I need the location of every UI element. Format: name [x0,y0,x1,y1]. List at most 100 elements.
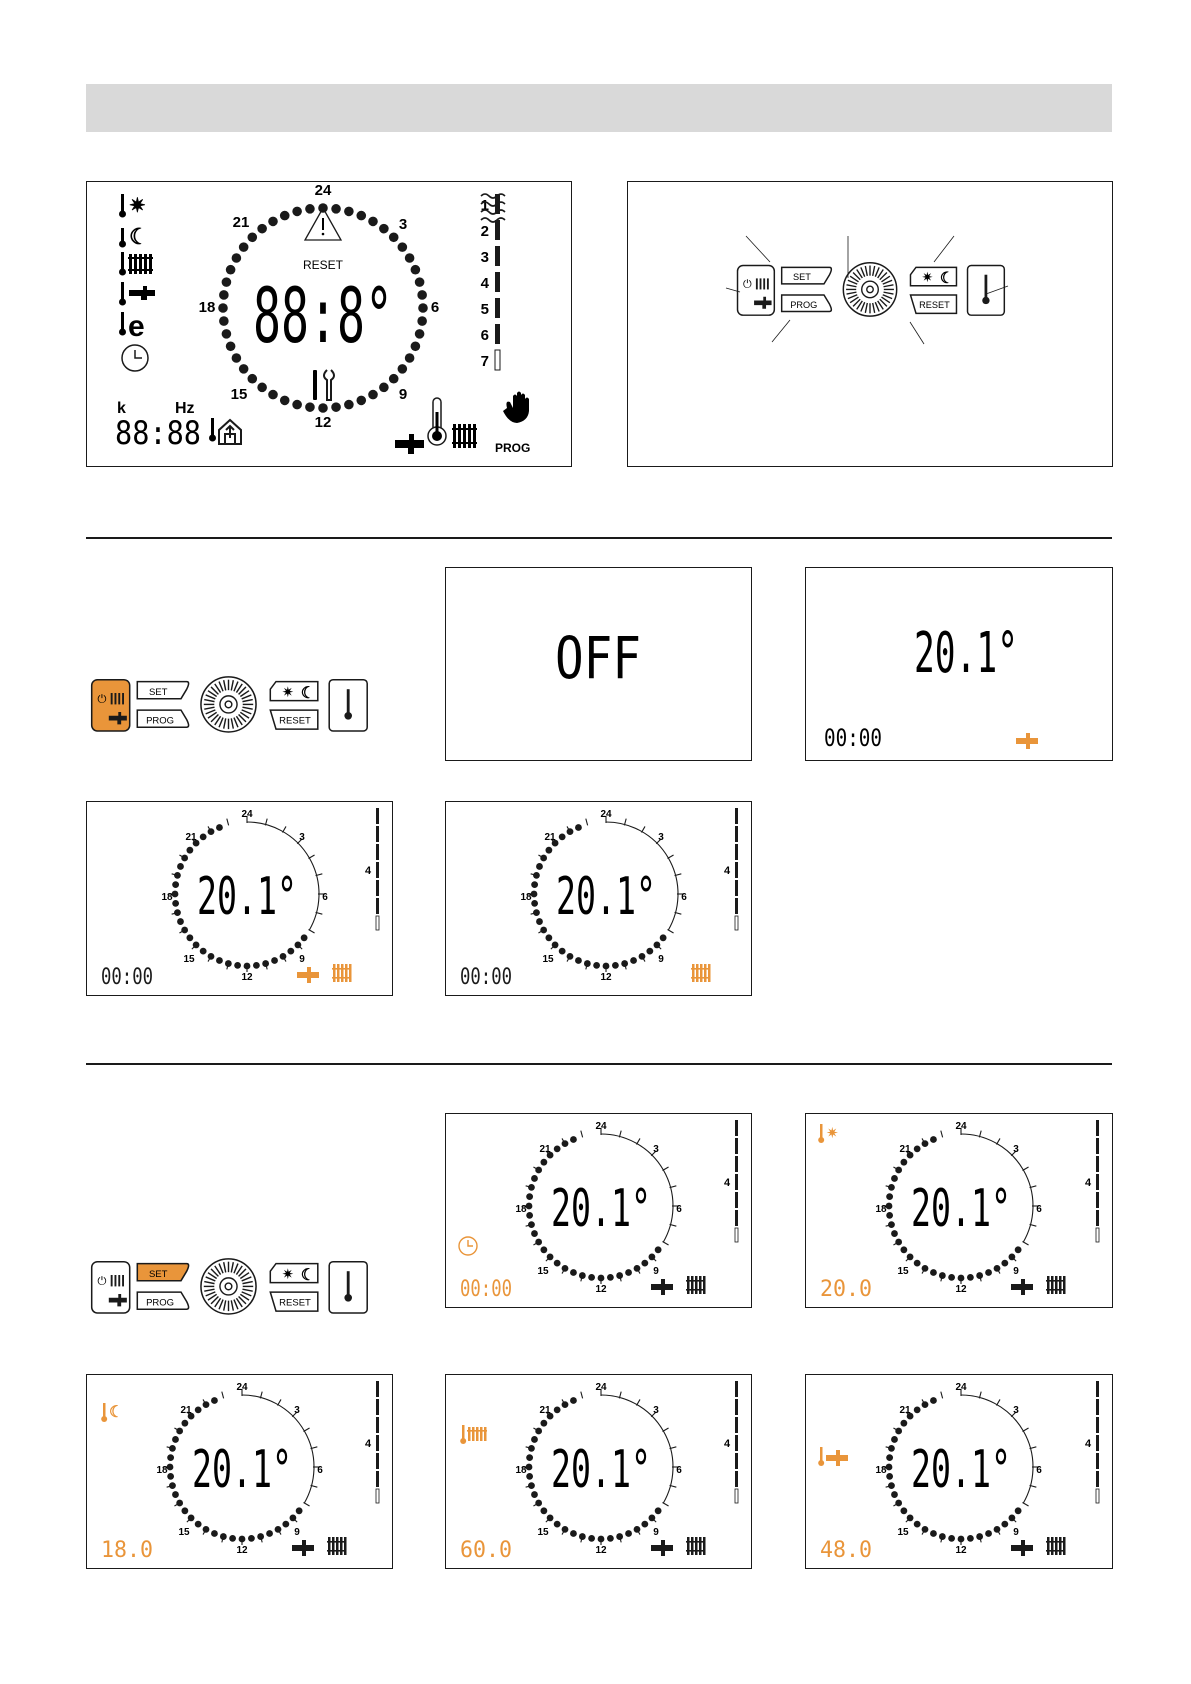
level-label: 4 [724,1438,731,1450]
dial-dot [266,1530,273,1537]
radiator-icon [480,1427,483,1441]
prog-label: PROG [495,441,530,455]
hour-label: 9 [299,954,305,965]
dial-dot [216,957,223,964]
hz-label: Hz [175,400,195,417]
radiator-icon [703,1276,706,1294]
dial-dot [186,934,194,942]
radiator-icon [468,1427,471,1441]
level-bar [494,349,501,371]
dial-dot [976,1533,984,1540]
bottom-value: 20.0 [820,1277,872,1302]
radiator-icon [337,964,340,982]
level-label: 4 [1085,1177,1092,1189]
dial-dot [176,1499,184,1507]
level-bar [735,880,738,896]
callout-lines [725,235,1009,345]
hour-label: 24 [595,1121,607,1132]
level-label: 4 [365,1438,372,1450]
dial-dot [654,1507,662,1515]
dial-dot [388,373,399,384]
prog-button[interactable] [136,709,190,728]
dial-dot [913,1145,921,1153]
prog-button[interactable] [780,294,833,313]
dial-dot [528,1482,535,1490]
reset-button[interactable] [269,1291,319,1312]
hour-label: 18 [515,1465,527,1476]
hour-label: 15 [542,954,554,965]
dial-dot [279,952,287,960]
hour-label: 9 [1013,1527,1019,1538]
dial-dot [593,961,601,969]
comfort-reduced-button[interactable] [269,680,319,702]
dial-dot [530,890,538,898]
dial-dot [535,1238,543,1246]
hour-label: 15 [537,1266,549,1277]
reset-button[interactable] [909,294,958,315]
dial-dot [535,1166,543,1174]
hour-label: 21 [185,832,197,843]
set-button[interactable] [136,680,190,700]
dial-dot [588,1273,596,1281]
dial-dot [900,1158,908,1166]
dial-dot [187,1412,195,1420]
dial-dot [895,1427,903,1435]
radiator-icon [328,1537,331,1555]
hour-label: 3 [658,832,664,843]
thermometer-icon [344,1294,352,1302]
power-icon: ⏻ [743,279,752,291]
dial-dot [344,399,354,410]
dial-dot [171,890,179,898]
comfort-reduced-button[interactable] [909,266,958,287]
level-label: 4 [365,865,372,877]
level-bar [376,844,379,860]
dial-dot [356,395,367,406]
dial-dot [545,846,553,854]
dial-dot [531,1491,538,1498]
prog-button[interactable] [136,1291,190,1310]
bottom-value: 00:00 [460,965,512,990]
comfort-reduced-button[interactable] [269,1262,319,1284]
dial-dot [654,1246,662,1254]
dial-dot [966,1534,974,1542]
hour-label: 21 [544,832,556,843]
set-button[interactable] [780,266,833,285]
hour-label: 3 [294,1405,300,1416]
dial-dot [292,206,302,217]
dial-dot [1008,1514,1016,1522]
level-bar [376,1435,379,1451]
prog-label: PROG [146,1297,174,1308]
dial-dot [211,1397,218,1404]
dial-dot [535,1499,543,1507]
main-temp: 20.1° [556,867,656,927]
level-bar [376,826,379,842]
sun-icon: ✷ [282,1267,294,1283]
level-bar [735,862,738,878]
radiator-icon [484,1427,487,1441]
dial-dot [900,1246,908,1254]
dial-dot [404,353,415,363]
dial-dot [199,947,207,955]
level-label: 1 [481,197,489,214]
reset-label: RESET [279,1297,311,1308]
hour-label: 3 [1013,1144,1019,1155]
level-bar [376,1417,379,1433]
reset-button[interactable] [269,709,319,730]
level-label: 3 [481,249,489,266]
set-button[interactable] [136,1262,190,1282]
set-label: SET [149,1269,168,1280]
radiator-icon [704,964,707,982]
hour-label: 18 [875,1465,887,1476]
moon-icon: ☾ [301,684,315,702]
radiator-icon [1055,1276,1058,1294]
dial-dot [611,961,619,969]
hour-label: 6 [1036,1465,1042,1476]
sun-icon: ✷ [922,270,934,285]
dial-dot [583,960,591,967]
dial-dot [1014,1246,1022,1254]
radiator-icon [332,1537,335,1555]
hour-label: 3 [1013,1405,1019,1416]
